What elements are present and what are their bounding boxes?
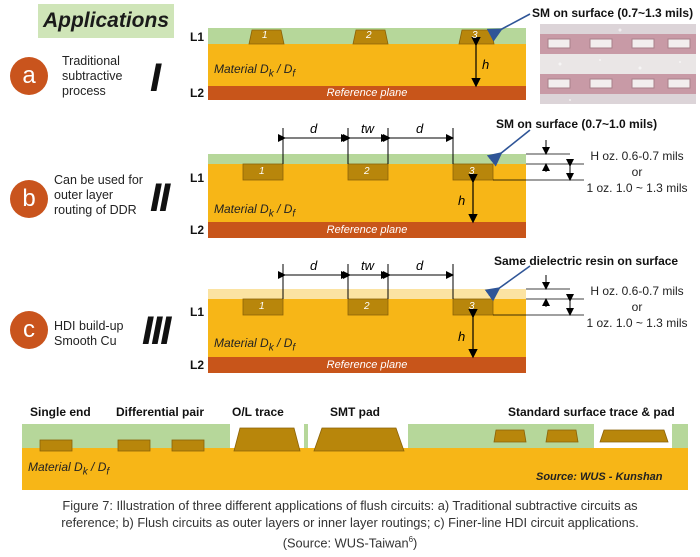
row-c-marker: c: [10, 311, 48, 349]
differential-pair-label: Differential pair: [116, 405, 205, 419]
row-c-trace-2: 2: [364, 301, 370, 312]
standard-surface-label: Standard surface trace & pad: [508, 405, 675, 419]
roman-numeral-two: II: [150, 176, 170, 220]
row-b-marker: b: [10, 180, 48, 218]
row-c-description: HDI build-up Smooth Cu: [54, 319, 124, 348]
figure-caption: Figure 7: Illustration of three differen…: [61, 498, 639, 551]
row-a-description: Traditional subtractive process: [62, 54, 123, 98]
row-a-material-label: Material Dk / Df: [214, 62, 296, 80]
row-c-d-right-label: d: [416, 258, 424, 273]
row-c-trace-1: 1: [259, 301, 265, 312]
applications-title-box: Applications: [38, 4, 174, 38]
row-c-l2-label: L2: [190, 358, 205, 372]
row-a-trace-1: 1: [262, 30, 268, 41]
row-b-d-left-label: d: [310, 121, 318, 136]
row-b-l1-label: L1: [190, 171, 205, 185]
row-b-trace-3: 3: [469, 166, 475, 177]
stackup-a: [208, 13, 531, 100]
row-c-callout: Same dielectric resin on surface: [494, 254, 679, 268]
row-c-material-label: Material Dk / Df: [214, 336, 296, 354]
stackup-b: [208, 128, 584, 238]
smt-pad-label: SMT pad: [330, 405, 380, 419]
row-a-l1-label: L1: [190, 30, 205, 44]
row-c-thickness-note: H oz. 0.6-0.7 mils or 1 oz. 1.0 ~ 1.3 mi…: [586, 284, 688, 330]
row-b-callout: SM on surface (0.7~1.0 mils): [496, 117, 658, 131]
row-c-d-left-label: d: [310, 258, 318, 273]
row-b-trace-2: 2: [364, 166, 370, 177]
row-c-h-label: h: [458, 329, 466, 344]
row-b-description: Can be used for outer layer routing of D…: [54, 173, 143, 217]
cross-section-photo: [540, 24, 696, 104]
row-a-h-label: h: [482, 57, 490, 72]
row-b-h-label: h: [458, 193, 466, 208]
row-b-d-right-label: d: [416, 121, 424, 136]
bottom-cross-section: [22, 424, 688, 490]
single-end-label: Single end: [30, 405, 91, 419]
row-a-trace-3: 3: [472, 30, 478, 41]
row-b-reference-plane: Reference plane: [326, 224, 408, 236]
row-a-l2-label: L2: [190, 86, 205, 100]
bottom-material-label: Material Dk / Df: [28, 460, 110, 478]
row-b-material-label: Material Dk / Df: [214, 202, 296, 220]
row-b-trace-1: 1: [259, 166, 265, 177]
row-a-trace-2: 2: [366, 30, 372, 41]
row-a-marker: a: [10, 57, 48, 95]
row-b-thickness-note: H oz. 0.6-0.7 mils or 1 oz. 1.0 ~ 1.3 mi…: [586, 149, 688, 195]
row-c-reference-plane: Reference plane: [326, 359, 408, 371]
row-b-l2-label: L2: [190, 223, 205, 237]
row-a-callout: SM on surface (0.7~1.3 mils): [532, 6, 694, 20]
ol-trace-label: O/L trace: [232, 405, 284, 419]
roman-numeral-one: I: [150, 56, 161, 100]
row-c-tw-label: tw: [361, 258, 374, 273]
roman-numeral-three: III: [142, 309, 171, 353]
applications-title: Applications: [42, 9, 169, 32]
row-c-l1-label: L1: [190, 305, 205, 319]
row-b-tw-label: tw: [361, 121, 374, 136]
row-a-reference-plane: Reference plane: [326, 87, 408, 99]
source-label: Source: WUS - Kunshan: [536, 471, 663, 483]
stackup-c: [208, 264, 584, 373]
row-c-trace-3: 3: [469, 301, 475, 312]
